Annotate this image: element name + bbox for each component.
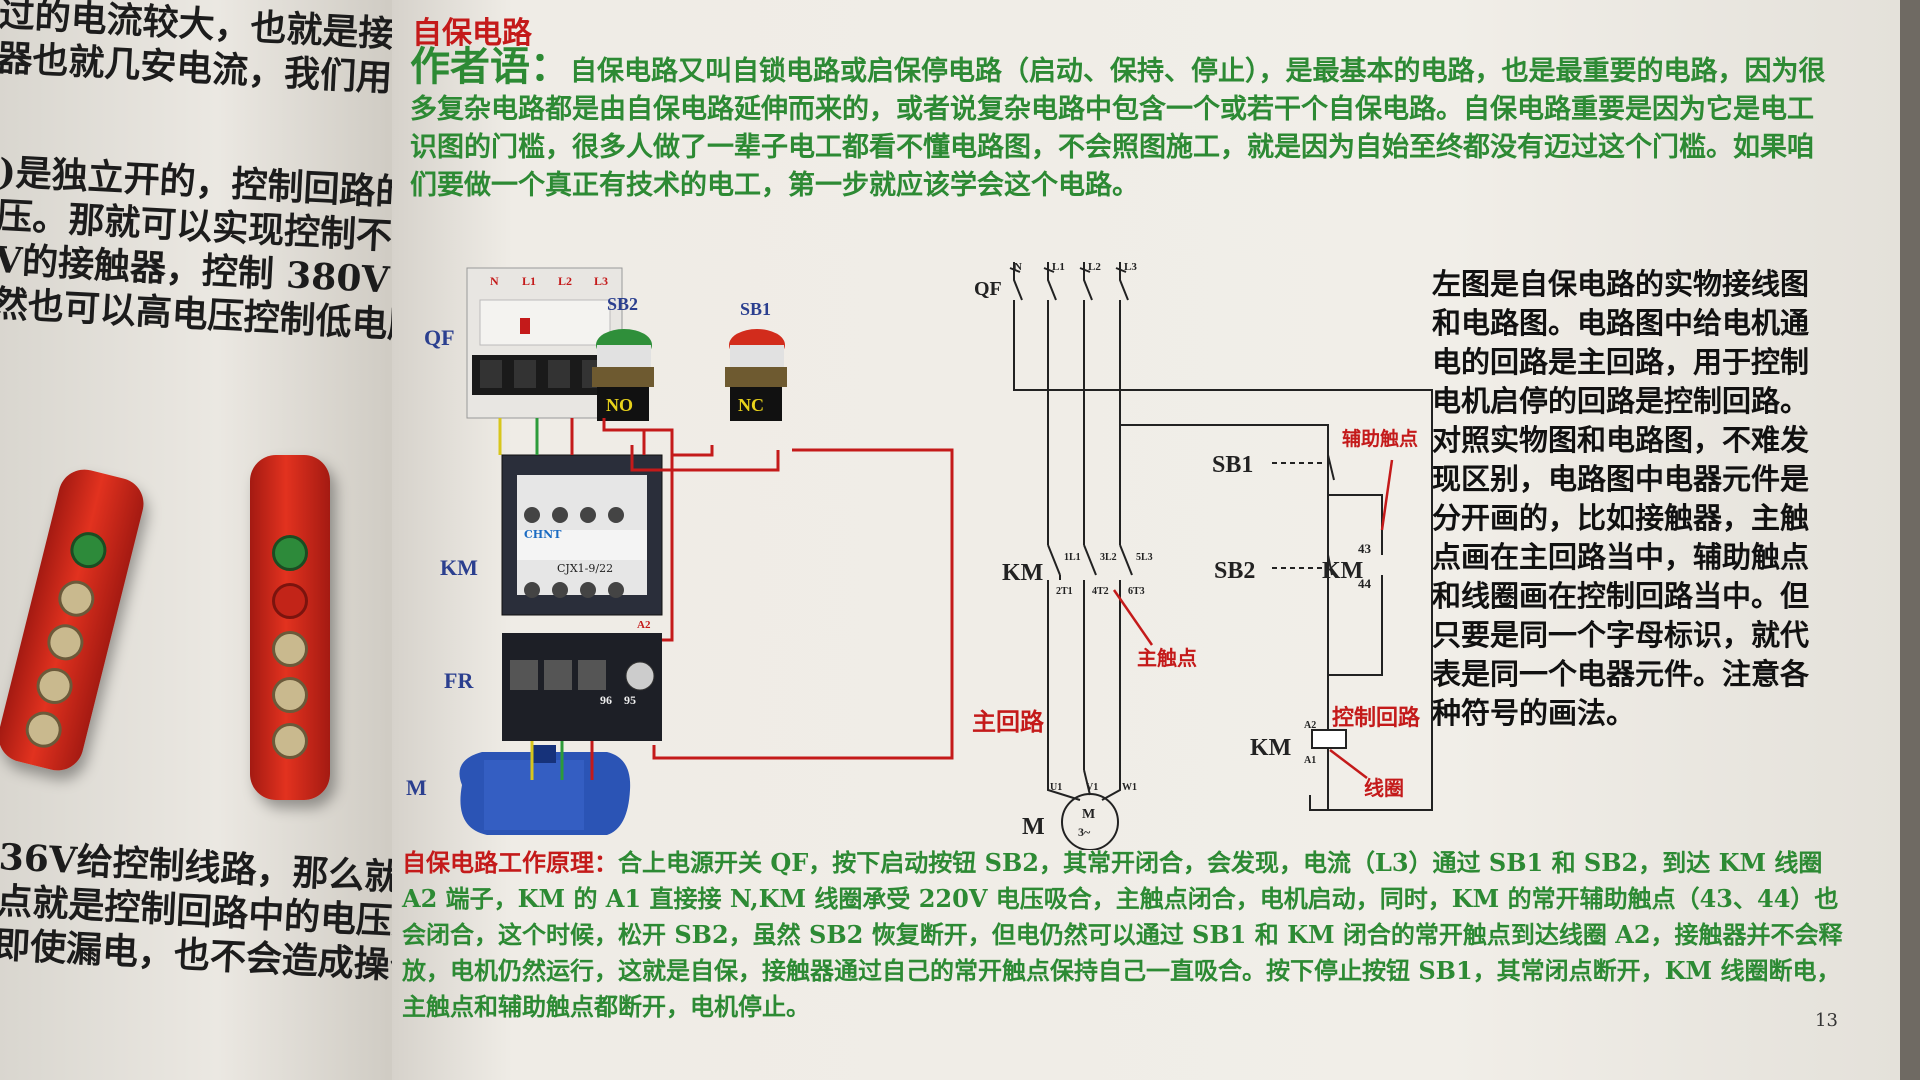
schematic-qf-label: QF [974,278,1002,300]
pendant-button [272,723,308,759]
thermal-relay-fr: 96 95 A2 [502,619,662,741]
circuit-illustration: QF KM FR M N L1 L2 L3 CHNT CJX1-9/22 [406,261,1433,850]
motor-term: U1 [1050,782,1062,793]
aux-contact-callout: 辅助触点 [1342,427,1418,450]
motor-label: M [406,775,427,800]
qf-term-label: L1 [522,274,536,288]
sb2-photo-label: SB2 [607,294,638,314]
coil-term: A2 [1304,720,1316,731]
motor-term: V1 [1086,782,1098,793]
pendant-button [272,677,308,713]
explanation-text: 左图是自保电路的实物接线图和电路图。电路图中给电机通电的回路是主回路，用于控制电… [1432,267,1810,730]
km-bot-term: 6T3 [1128,586,1145,597]
qf-term-label: L3 [594,274,608,288]
schematic-sb1-label: SB1 [1212,452,1253,478]
left-text-top: 过的电流较大，也就是接触 器也就几安电流，我们用这 [0,0,395,101]
schematic-qf-term: L2 [1088,261,1101,273]
author-note-text: 自保电路又叫自锁电路或启保停电路（启动、保持、停止），是最基本的电路，也是最重要… [410,56,1826,201]
button-sb1: SB1 NC [725,299,787,421]
author-note: 作者语：自保电路又叫自锁电路或启保停电路（启动、保持、停止），是最基本的电路，也… [410,47,1830,205]
pendant-button [21,707,66,752]
left-page: 过的电流较大，也就是接触 器也就几安电流，我们用这 )是独立开的，控制回路的 压… [0,0,395,1080]
left-text-mid: )是独立开的，控制回路的 压。那就可以实现控制不同 V的接触器，控制 380V … [0,150,395,349]
schematic-coil-km-label: KM [1250,735,1291,761]
pendant-button [32,664,77,708]
aux-term: 43 [1358,541,1372,556]
pendant-button [43,620,88,665]
working-principle-text: 合上电源开关 QF，按下启动按钮 SB2，其常开闭合，会发现，电流（L3）通过 … [402,848,1843,1021]
pendant-button [272,535,308,571]
schematic-sb2-label: SB2 [1214,558,1255,584]
main-contact-callout: 主触点 [1137,646,1197,670]
schematic-motor-label: M [1022,814,1045,840]
button-sb2: SB2 NO [592,294,654,421]
left-text-bottom: 36V给控制线路，那么就要 点就是控制回路中的电压是 即使漏电，也不会造成操作人 [0,835,395,990]
qf-term-label: N [490,274,499,288]
km-bot-term: 2T1 [1056,586,1073,597]
qf-term-label: L2 [558,274,572,288]
coil-term: A1 [1304,755,1316,766]
schematic-km-label: KM [1002,560,1043,586]
a2-term-label: A2 [637,619,651,631]
schematic-diagram: QF N L1 L2 L3 [972,261,1433,850]
section-title: 自保电路 [412,16,532,51]
km-top-term: 1L1 [1064,552,1081,563]
motor-photo [459,745,631,835]
schematic-qf-term: L3 [1124,261,1137,273]
pendant-switch-right [250,455,330,800]
motor-phase: 3~ [1078,825,1091,839]
breaker-qf: N L1 L2 L3 [466,267,623,419]
contactor-km: CHNT CJX1-9/22 [501,454,663,616]
motor-term: W1 [1122,782,1137,793]
sb1-photo-label: SB1 [740,299,771,319]
pendant-button [272,631,308,667]
working-principle: 自保电路工作原理：合上电源开关 QF，按下启动按钮 SB2，其常开闭合，会发现，… [402,845,1862,1025]
km-brand-text: CHNT [524,528,562,541]
km-top-term: 3L2 [1100,552,1117,563]
right-page: 自保电路 作者语：自保电路又叫自锁电路或启保停电路（启动、保持、停止），是最基本… [392,0,1900,1080]
nc-label: NC [738,395,764,415]
pendant-button [54,576,99,621]
schematic-aux-km-label: KM [1322,558,1363,584]
author-note-lead: 作者语： [410,43,570,90]
fr-label: FR [444,668,474,693]
fr-term-label: 96 [600,693,612,707]
qf-label: QF [424,325,455,350]
no-label: NO [606,395,633,415]
km-bot-term: 4T2 [1092,586,1109,597]
km-model-text: CJX1-9/22 [557,562,613,575]
working-principle-head: 自保电路工作原理： [402,848,618,877]
km-label: KM [440,555,478,580]
control-circuit-callout: 控制回路 [1332,705,1421,731]
page-number: 13 [1815,1010,1838,1031]
pendant-switch-left [0,464,150,776]
coil-callout: 线圈 [1364,776,1404,800]
pendant-button [66,528,111,572]
motor-symbol: M [1082,807,1095,822]
schematic-qf-term: N [1014,261,1022,273]
photo-wires [498,418,954,780]
pendant-button [272,583,308,619]
aux-term: 44 [1358,576,1372,591]
fr-term-label: 95 [624,693,636,707]
km-top-term: 5L3 [1136,552,1153,563]
main-circuit-callout: 主回路 [972,707,1045,736]
schematic-qf-term: L1 [1052,261,1065,273]
